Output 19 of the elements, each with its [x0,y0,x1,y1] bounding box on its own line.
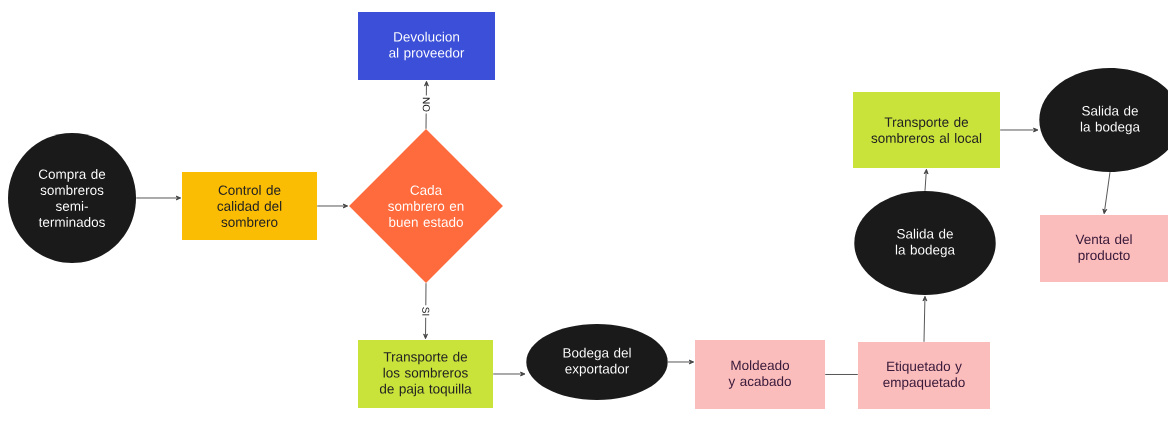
arrow [135,195,182,201]
process-box: Etiquetado y empaquetado [858,342,990,409]
process-box: Devolucion al proveedor [358,12,495,80]
arrow [922,295,928,343]
arrow [492,371,526,377]
arrow [1102,171,1111,215]
arrow [424,80,429,130]
process-box: Transporte de los sombreros de paja toquilla [358,340,493,408]
arrow [667,359,695,365]
process-box: Venta del producto [1040,215,1168,282]
process-box: Transporte de sombreros al local [853,92,1000,168]
edge-label: SI [420,305,431,318]
arrow [999,127,1039,133]
arrow [923,168,929,192]
process-box: Control de calidad del sombrero [182,172,317,240]
edge-label: NO [421,95,432,114]
arrow [316,203,349,209]
process-box: Moldeado y acabado [695,340,825,409]
arrow [423,282,428,340]
